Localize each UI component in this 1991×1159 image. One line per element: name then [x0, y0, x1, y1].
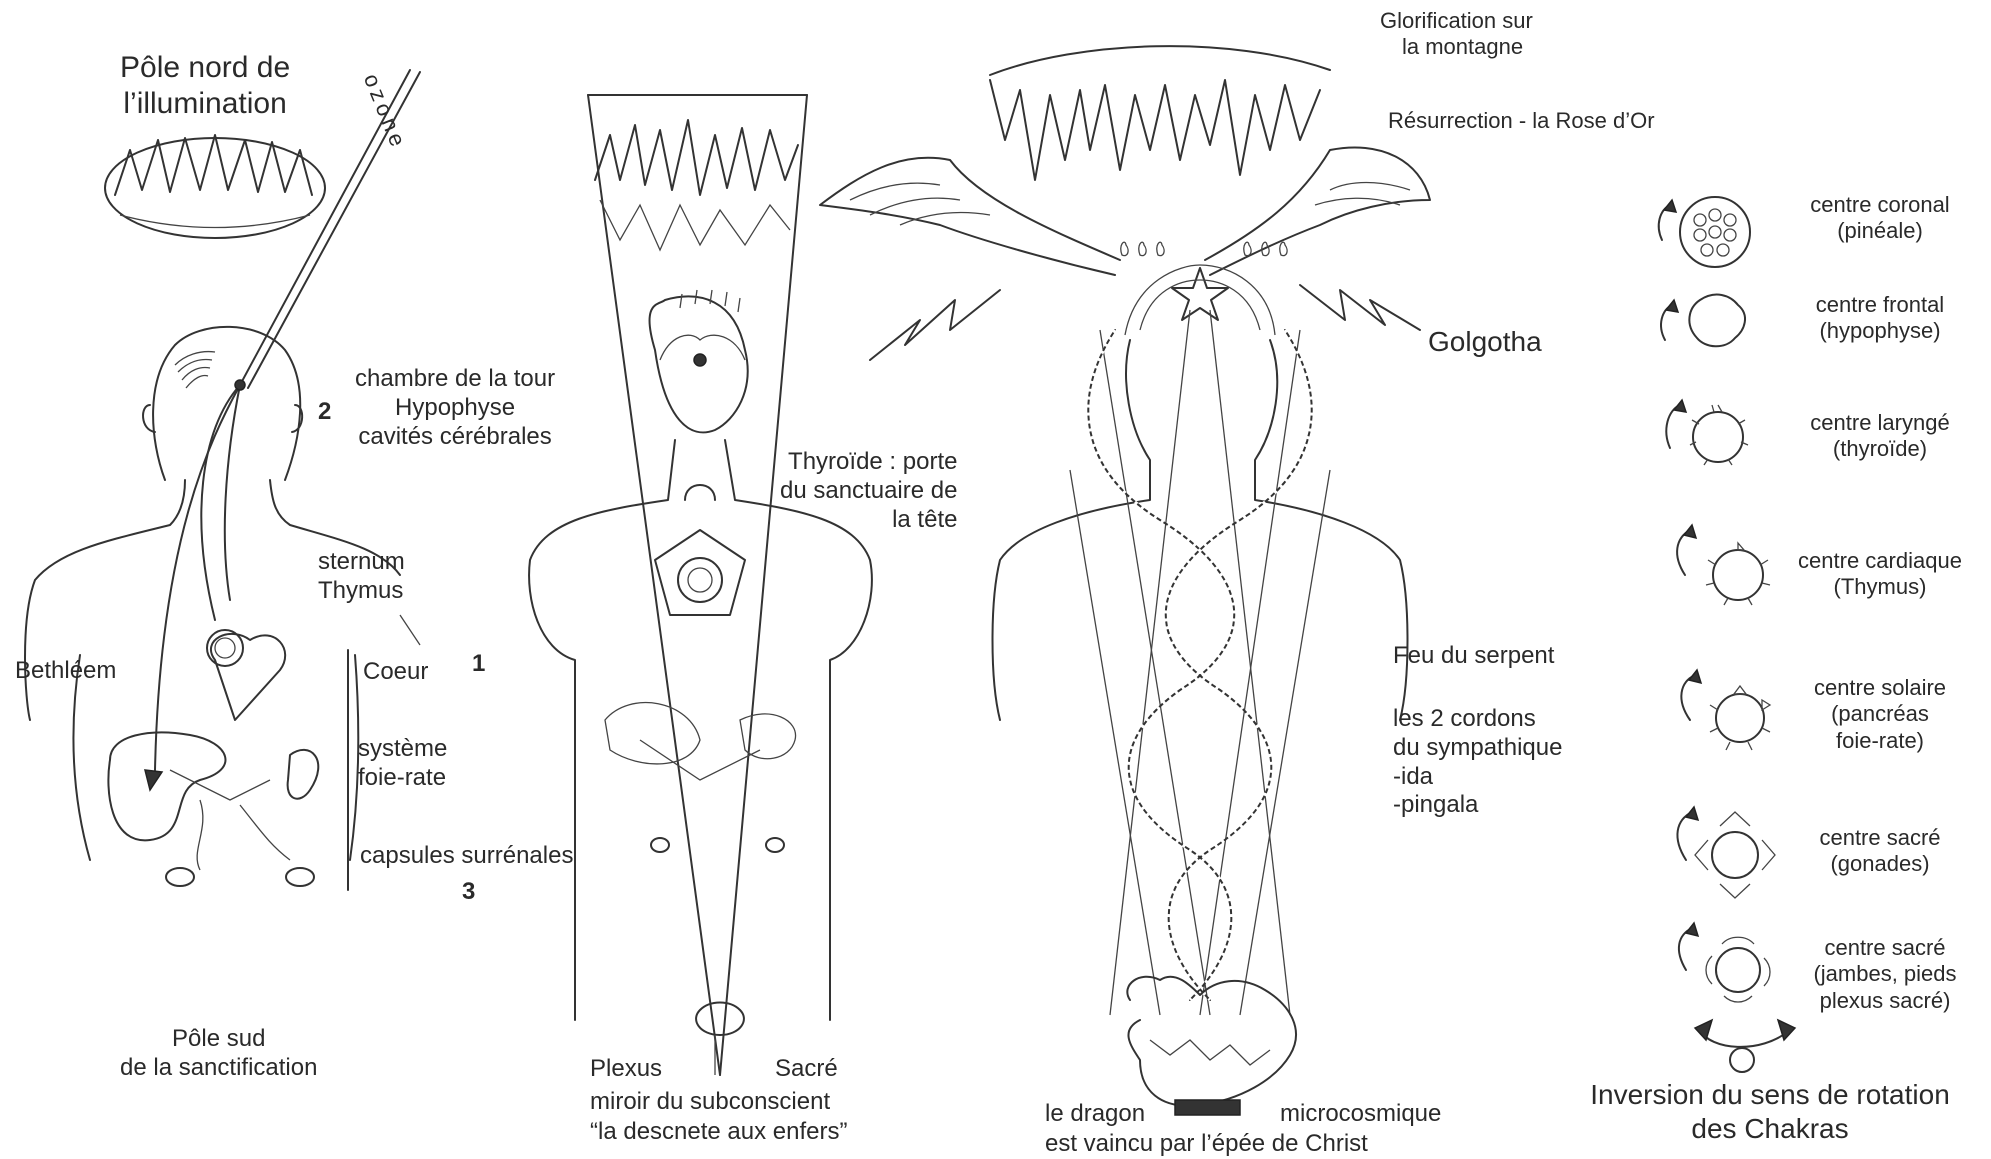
label-vaincu: est vaincu par l’épée de Christ: [1045, 1130, 1368, 1159]
glorification-arc: [990, 46, 1330, 75]
body-3: [993, 340, 1408, 720]
star-icon: [1172, 268, 1228, 320]
chakra-label-sacre: centre sacré (gonades): [1790, 825, 1970, 878]
radiant-spikes: [870, 285, 1420, 360]
label-thyroide: Thyroïde : porte du sanctuaire de la têt…: [780, 448, 957, 534]
sword-rays: [1070, 310, 1330, 1015]
chakra-icons: [1659, 197, 1795, 1072]
label-number-3: 3: [462, 878, 475, 907]
label-systeme: système foie-rate: [358, 735, 447, 793]
candles: [1121, 242, 1287, 255]
plexus-node: [696, 1003, 744, 1036]
label-dragon: le dragon: [1045, 1100, 1145, 1129]
chakra-coronal-icon: [1659, 197, 1750, 267]
figure-3-caduceus: [820, 46, 1430, 1115]
chakra-label-sacre-lower: centre sacré (jambes, pieds plexus sacré…: [1790, 935, 1980, 1014]
chakra-solaire-icon: [1681, 670, 1770, 750]
chakra-label-coronal: centre coronal (pinéale): [1790, 192, 1970, 245]
label-feu: Feu du serpent: [1393, 642, 1554, 671]
label-miroir: miroir du subconscient: [590, 1088, 830, 1117]
left-wing: [820, 158, 1120, 275]
label-sacre: Sacré: [775, 1055, 838, 1084]
label-number-1: 1: [472, 650, 485, 679]
chakra-label-solaire: centre solaire (pancréas foie-rate): [1790, 675, 1970, 754]
label-pole-nord: Pôle nord de l’illumination: [120, 50, 290, 122]
flames-top-2: [595, 120, 798, 195]
label-plexus: Plexus: [590, 1055, 662, 1084]
serpent-pingala: [1166, 330, 1312, 1000]
flame-crown: [990, 80, 1320, 180]
heart-shape: [207, 630, 285, 720]
chakra-label-larynge: centre laryngé (thyroïde): [1790, 410, 1970, 463]
label-pole-sud: Pôle sud de la sanctification: [120, 1025, 317, 1083]
label-chambre: chambre de la tour Hypophyse cavités cér…: [355, 365, 555, 451]
sternum-pointer: [400, 615, 420, 645]
label-sternum: sternum Thymus: [318, 548, 405, 606]
chakra-frontal-icon: [1661, 295, 1745, 347]
north-pole-oval: [105, 135, 325, 238]
label-descente: “la descnete aux enfers”: [590, 1118, 847, 1147]
label-golgotha: Golgotha: [1428, 325, 1542, 359]
dragon: [1127, 977, 1296, 1115]
figure-2-descent: [529, 95, 872, 1075]
serpent-ida: [1088, 330, 1234, 1000]
organs-1: [108, 732, 318, 886]
label-coeur: Coeur: [363, 658, 428, 687]
rose-pentagon: [655, 530, 745, 615]
thyroid-2: [685, 485, 715, 500]
chakra-label-frontal: centre frontal (hypophyse): [1790, 292, 1970, 345]
chakra-sacre-icon: [1677, 807, 1775, 898]
label-bethleem: Bethléem: [15, 657, 116, 686]
label-number-2: 2: [318, 398, 331, 427]
head-2: [650, 290, 748, 432]
label-capsules: capsules surrénales: [360, 842, 573, 871]
organs-2: [605, 703, 796, 852]
chakra-label-cardiaque: centre cardiaque (Thymus): [1780, 548, 1980, 601]
label-cordons: les 2 cordons du sympathique -ida -pinga…: [1393, 705, 1562, 820]
label-glorification: Glorification sur la montagne: [1380, 8, 1533, 61]
chakras-caption: Inversion du sens de rotation des Chakra…: [1555, 1078, 1985, 1145]
label-microcosmique: microcosmique: [1280, 1100, 1441, 1129]
energy-paths-1: [145, 380, 245, 790]
label-resurrection: Résurrection - la Rose d’Or: [1388, 108, 1655, 134]
chakra-sacre-lower-icon: [1679, 923, 1795, 1072]
chakra-cardiaque-icon: [1677, 525, 1770, 605]
chakra-larynge-icon: [1666, 400, 1748, 465]
